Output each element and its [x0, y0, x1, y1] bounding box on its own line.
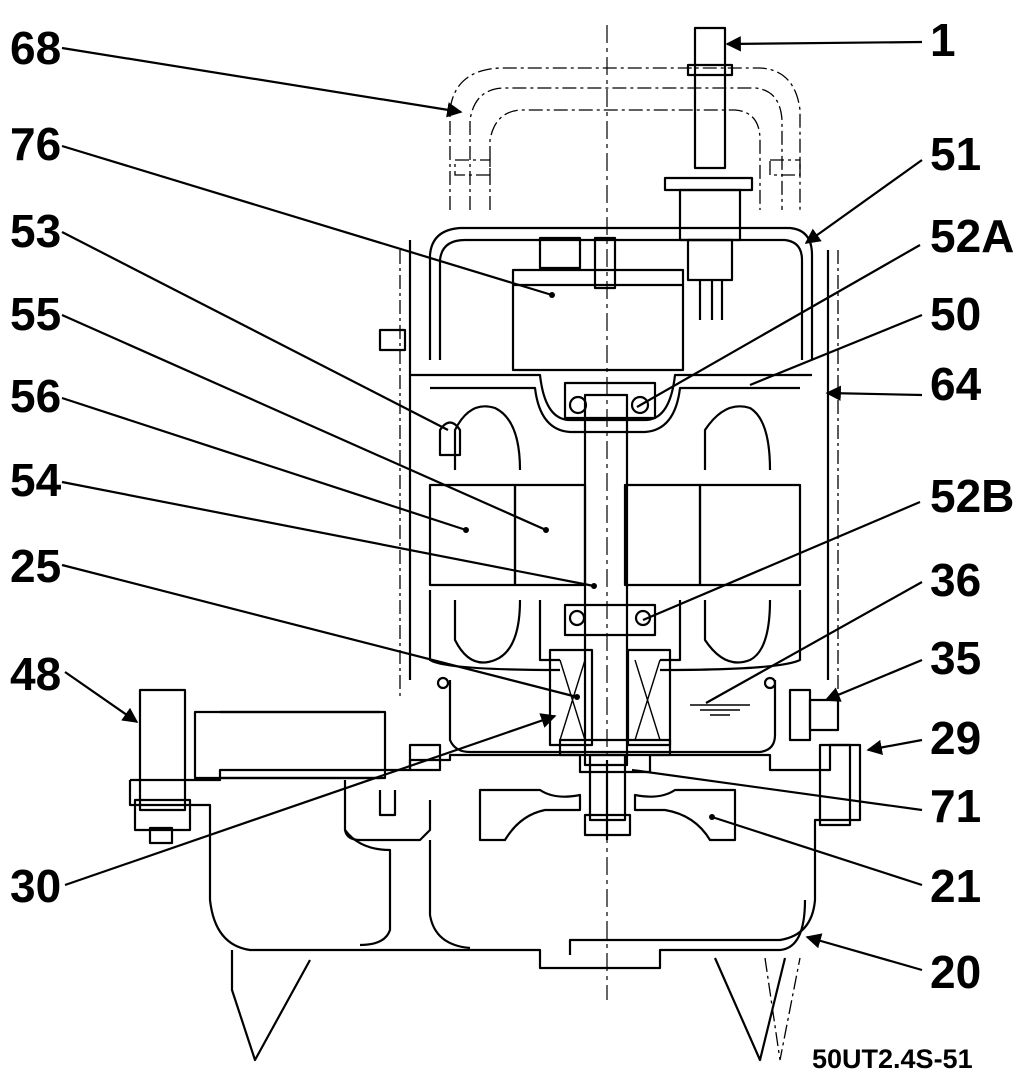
leader-64: [825, 385, 923, 401]
leader-68: [61, 46, 463, 118]
callout-71: 71: [930, 780, 981, 832]
leader-56: [61, 396, 467, 532]
callout-51: 51: [930, 128, 981, 180]
callout-55: 55: [10, 288, 61, 340]
callout-labels: 68 1 76 51 53 52A 55 50 64 56 54 52B 25 …: [10, 14, 1014, 998]
leader-20: [805, 933, 923, 972]
callout-48: 48: [10, 648, 61, 700]
leader-50: [749, 313, 923, 387]
leader-54-dot: [591, 583, 597, 589]
callout-76: 76: [10, 118, 61, 170]
callout-53: 53: [10, 205, 61, 257]
callout-56: 56: [10, 370, 61, 422]
leader-55: [61, 313, 547, 532]
drawing-code: 50UT2.4S-51: [812, 1044, 973, 1074]
leader-21-dot: [709, 814, 715, 820]
callout-25: 25: [10, 540, 61, 592]
leader-51: [804, 159, 923, 244]
callout-21: 21: [930, 860, 981, 912]
callout-36: 36: [930, 554, 981, 606]
callout-50: 50: [930, 288, 981, 340]
leader-25-dot: [574, 694, 580, 700]
leader-lines: [61, 36, 923, 972]
callout-30: 30: [10, 860, 61, 912]
leader-21: [711, 815, 923, 887]
callout-64: 64: [930, 358, 982, 410]
leader-48: [64, 671, 139, 723]
leader-25: [61, 563, 578, 699]
leader-54: [61, 480, 595, 588]
callout-52b: 52B: [930, 470, 1014, 522]
leader-29: [866, 738, 923, 756]
callout-20: 20: [930, 946, 981, 998]
leader-35: [824, 658, 923, 702]
leader-76: [61, 144, 553, 297]
leader-76-dot: [549, 292, 555, 298]
callout-52a: 52A: [930, 210, 1014, 262]
leader-52a: [636, 244, 921, 408]
callout-29: 29: [930, 712, 981, 764]
leader-55-dot: [543, 527, 549, 533]
callout-35: 35: [930, 632, 981, 684]
callout-54: 54: [10, 454, 62, 506]
leader-71: [631, 768, 923, 812]
leader-1: [725, 36, 923, 52]
leader-53: [61, 231, 449, 431]
leader-36: [705, 581, 923, 704]
callout-1: 1: [930, 14, 956, 66]
leader-52b: [642, 500, 921, 622]
leader-30: [64, 713, 557, 887]
callout-68: 68: [10, 22, 61, 74]
pump-drawing: [128, 25, 862, 1062]
leader-56-dot: [463, 527, 469, 533]
